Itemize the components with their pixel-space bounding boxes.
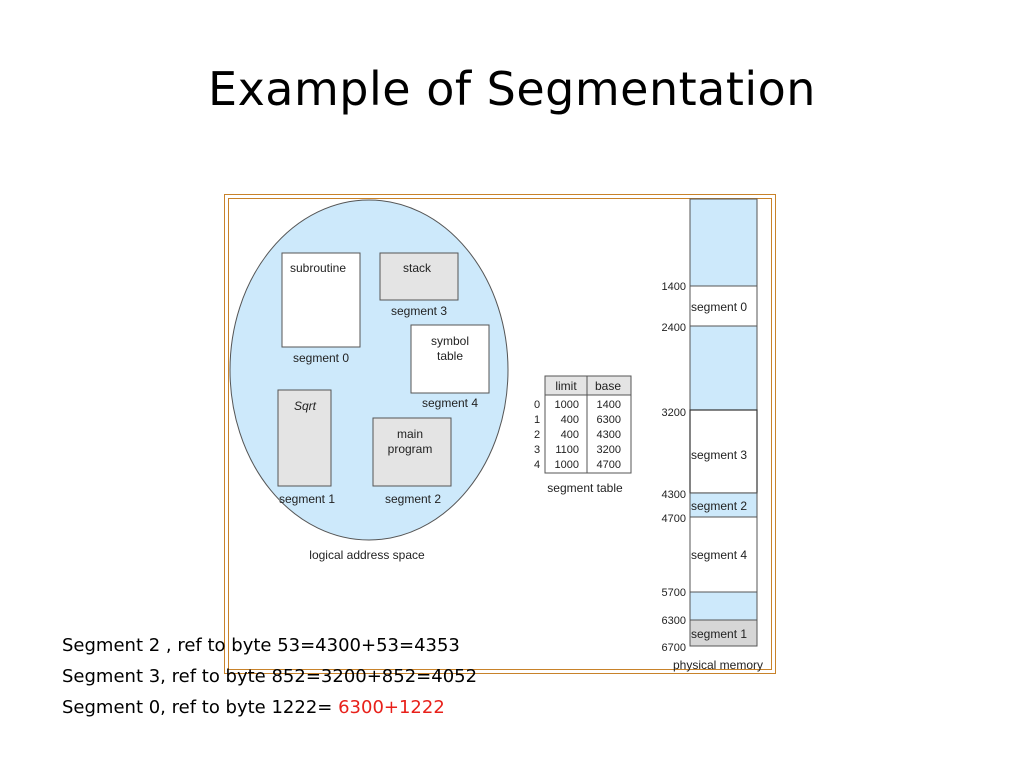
segment-table-base: 4300 — [597, 429, 621, 441]
memory-address: 6700 — [662, 642, 686, 654]
memory-segment-2 — [689, 492, 758, 518]
memory-address: 4300 — [662, 489, 686, 501]
sqrt-segment-label: segment 1 — [279, 492, 335, 506]
main-program-block — [372, 417, 452, 487]
segment-table-limit: 1100 — [555, 444, 579, 456]
note-line-3: Segment 0, ref to byte 1222= 6300+1222 — [62, 692, 477, 723]
segment-table-base: 6300 — [597, 414, 621, 426]
symbol-table-block — [410, 324, 490, 394]
memory-segment-label: segment 0 — [691, 300, 747, 314]
logical-address-space-caption: logical address space — [309, 548, 425, 562]
segment-table-base: 1400 — [597, 399, 621, 411]
subroutine-text: subroutine — [290, 261, 346, 275]
segment-table-index: 4 — [534, 459, 540, 471]
subroutine-segment-label: segment 0 — [293, 351, 349, 365]
stack-block — [379, 252, 459, 301]
main-program-text-line1: main — [397, 427, 423, 441]
memory-segment-label: segment 3 — [691, 448, 747, 462]
segment-table: limit base 0 1000 1400 1 400 6300 2 400 … — [534, 375, 632, 474]
segment-table-caption: segment table — [547, 481, 623, 495]
subroutine-block — [281, 252, 361, 348]
note-line-3-highlight: 6300+1222 — [338, 697, 445, 718]
note-line-1: Segment 2 , ref to byte 53=4300+53=4353 — [62, 635, 460, 656]
address-translation-notes: Segment 2 , ref to byte 53=4300+53=4353 … — [62, 630, 477, 723]
memory-segment-3 — [689, 409, 758, 494]
sqrt-block — [277, 389, 332, 487]
segment-table-limit: 1000 — [555, 459, 579, 471]
symbol-table-segment-label: segment 4 — [422, 396, 478, 410]
segment-table-index: 2 — [534, 429, 540, 441]
memory-address: 3200 — [662, 407, 686, 419]
segment-table-base: 3200 — [597, 444, 621, 456]
note-line-2: Segment 3, ref to byte 852=3200+852=4052 — [62, 666, 478, 687]
sqrt-text: Sqrt — [294, 399, 317, 413]
segment-table-base: 4700 — [597, 459, 621, 471]
segment-table-limit: 400 — [561, 429, 579, 441]
memory-segment-4 — [689, 516, 758, 593]
memory-address: 6300 — [662, 615, 686, 627]
symbol-table-text-line2: table — [437, 349, 463, 363]
memory-segment-label: segment 2 — [691, 499, 747, 513]
segment-table-limit: 1000 — [555, 399, 579, 411]
stack-segment-label: segment 3 — [391, 304, 447, 318]
segment-table-limit: 400 — [561, 414, 579, 426]
segment-table-header-base: base — [595, 379, 621, 393]
segment-table-index: 1 — [534, 414, 540, 426]
main-program-segment-label: segment 2 — [385, 492, 441, 506]
memory-address: 2400 — [662, 322, 686, 334]
memory-address: 5700 — [662, 587, 686, 599]
physical-memory: segment 0 segment 3 segment 2 segment 4 … — [689, 198, 758, 647]
physical-memory-caption: physical memory — [673, 658, 763, 672]
memory-segment-0 — [689, 285, 758, 327]
memory-segment-label: segment 4 — [691, 548, 747, 562]
note-line-3-prefix: Segment 0, ref to byte 1222= — [62, 697, 339, 718]
segment-table-header-limit: limit — [555, 379, 577, 393]
memory-address: 1400 — [662, 281, 686, 293]
diagram-frame-inner — [228, 198, 772, 670]
segment-table-index: 3 — [534, 444, 540, 456]
memory-segment-label: segment 1 — [691, 627, 747, 641]
page-title: Example of Segmentation — [208, 62, 816, 116]
main-program-text-line2: program — [388, 442, 433, 456]
diagram-frame-outer — [224, 194, 776, 674]
symbol-table-text-line1: symbol — [431, 334, 469, 348]
memory-address: 4700 — [662, 513, 686, 525]
stack-text: stack — [403, 261, 432, 275]
memory-segment-1 — [689, 619, 758, 647]
segment-table-index: 0 — [534, 399, 540, 411]
